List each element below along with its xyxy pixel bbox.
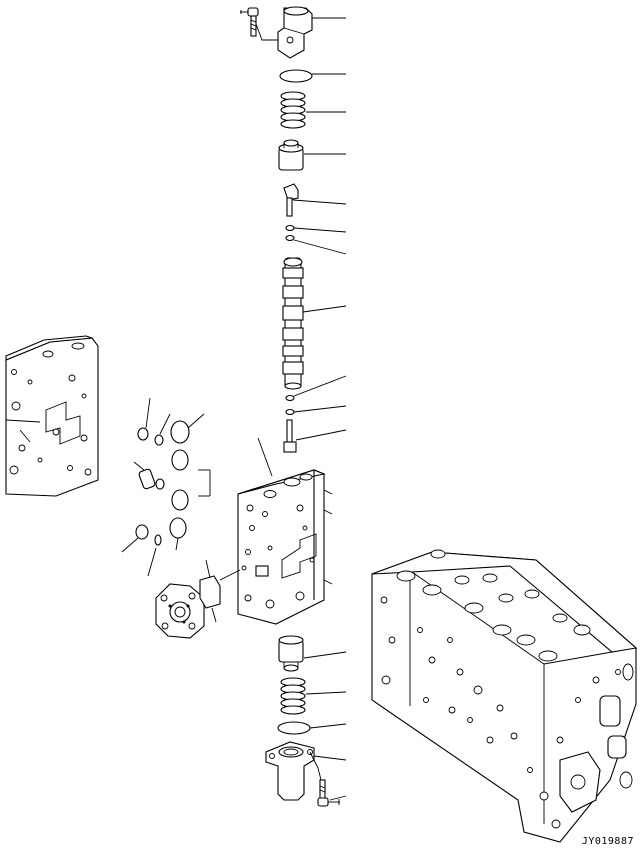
bottom-cover-icon: [265, 741, 315, 801]
spool-icon: [282, 257, 304, 390]
o-ring-2-icon: [277, 721, 311, 735]
small-parts-cluster-icon: [121, 397, 211, 577]
top-cover-icon: [277, 6, 313, 59]
bolt-top-icon: [240, 7, 259, 37]
ring-small-2-icon: [285, 234, 295, 242]
left-valve-assembly-icon: [5, 335, 99, 497]
retainer-lower-icon: [278, 635, 304, 672]
solenoid-valve-icon: [155, 559, 241, 639]
ring-small-1-icon: [285, 224, 295, 232]
plug-lower-icon: [283, 419, 297, 453]
o-ring-1-icon: [279, 69, 313, 83]
bolt-bottom-icon: [317, 779, 340, 807]
retainer-upper-icon: [278, 139, 304, 171]
drawing-number: JY019887: [581, 836, 634, 847]
plug-small-icon: [283, 183, 299, 217]
ring-small-4-icon: [285, 408, 295, 416]
main-control-valve-icon: [371, 549, 638, 843]
valve-body-icon: [237, 469, 333, 625]
spring-upper-icon: [280, 91, 306, 129]
ring-small-3-icon: [285, 394, 295, 402]
spring-lower-icon: [280, 677, 306, 715]
